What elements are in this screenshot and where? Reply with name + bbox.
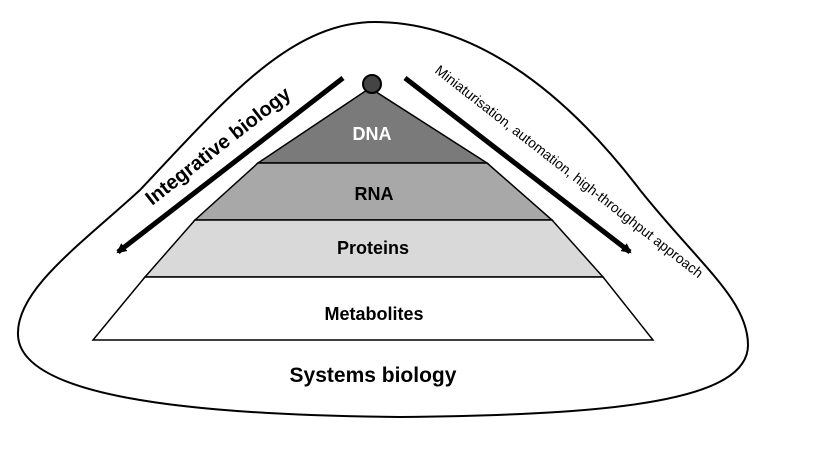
systems-biology-label: Systems biology [290,364,457,387]
tier-label-rna: RNA [355,184,394,204]
tier-label-proteins: Proteins [337,238,409,258]
tier-label-dna: DNA [353,124,392,144]
tier-metabolites [91,276,655,341]
apex-dot [362,74,382,94]
tier-label-metabolites: Metabolites [324,304,423,324]
high-throughput-arrow [403,76,632,254]
integrative-biology-arrow [116,76,345,254]
systems-biology-boundary [16,20,750,419]
